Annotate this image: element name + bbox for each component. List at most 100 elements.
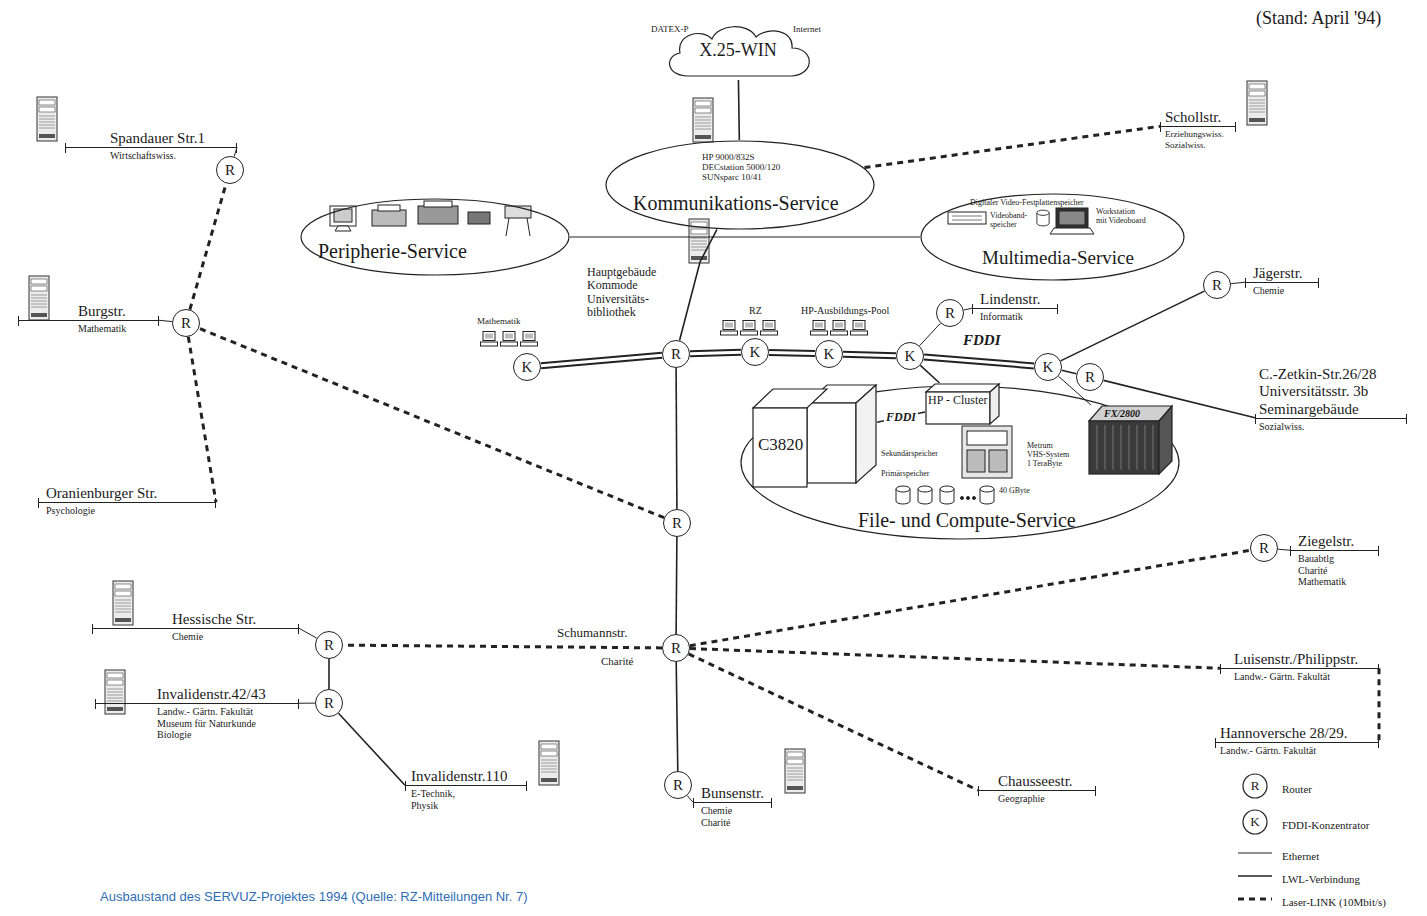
node-text: Workstation mit Videoboard xyxy=(1096,208,1146,226)
node-letter: K xyxy=(824,347,835,362)
link-stroke xyxy=(328,659,330,689)
label: FDDI xyxy=(962,332,1002,349)
node-letter: R xyxy=(672,516,682,531)
laser-link xyxy=(690,649,1220,669)
ethernet-segment xyxy=(1215,742,1379,743)
cluster-box: HP - Cluster xyxy=(925,383,1000,425)
legend-text: Laser-LINK (10Mbit/s) xyxy=(1282,896,1386,908)
department-group: BauabtlgCharitéMathematik xyxy=(1290,551,1379,588)
department-group: E-Technik,Physik xyxy=(405,786,527,811)
department-name: Geographie xyxy=(998,793,1096,805)
department-name: Sozialwiss. xyxy=(1259,421,1407,433)
site-name-group: Lindenstr. xyxy=(972,291,1058,308)
site-name: Schollstr. xyxy=(1165,109,1236,126)
site-name: Luisenstr./Philippstr. xyxy=(1234,651,1379,668)
site-name-group: Invalidenstr.110 xyxy=(405,768,527,785)
link-stroke xyxy=(690,649,1220,669)
fddi-link xyxy=(924,357,1034,366)
ethernet-segment xyxy=(1245,282,1319,283)
department-name: Museum für Naturkunde xyxy=(157,718,299,730)
node-letter: R xyxy=(671,347,681,362)
storage-devices xyxy=(896,426,1012,504)
link-stroke xyxy=(299,703,315,704)
department-name: Wirtschaftswiss. xyxy=(110,150,237,162)
eth-link xyxy=(159,320,172,321)
node-letter: K xyxy=(522,360,533,375)
laser-link xyxy=(188,337,216,502)
legend-samples xyxy=(1238,774,1272,899)
ethernet-segment xyxy=(65,147,237,148)
site-name: Spandauer Str.1 xyxy=(110,130,237,147)
node-text: Peripherie-Service xyxy=(318,240,467,262)
link-stroke xyxy=(769,352,815,353)
router: R xyxy=(1076,363,1104,391)
site-segment: Spandauer Str.1Wirtschaftswiss. xyxy=(65,130,243,162)
lwl-link xyxy=(676,537,678,634)
router: R xyxy=(1250,534,1278,562)
laser-link xyxy=(690,550,1250,645)
site-name-group: Jägerstr. xyxy=(1245,265,1319,282)
site-name: Oranienburger Str. xyxy=(46,485,216,502)
router: R xyxy=(1203,271,1231,299)
link-stroke xyxy=(864,126,1160,167)
label: RZ xyxy=(748,305,763,316)
concentrator: K xyxy=(741,338,769,366)
department-name: Psychologie xyxy=(46,505,216,517)
site-segment: Oranienburger Str. Psychologie xyxy=(38,485,222,517)
label: Primärspeicher xyxy=(880,470,930,479)
site-segment: Bunsenstr. ChemieCharité xyxy=(693,785,778,828)
site-segment: Luisenstr./Philippstr.Landw.- Gärtn. Fak… xyxy=(1220,651,1385,683)
link-stroke xyxy=(680,229,717,340)
node-letter: R xyxy=(673,778,683,793)
site-name-group: Schollstr. xyxy=(1160,109,1236,126)
link-stroke xyxy=(1231,282,1245,283)
site-name-group: Ziegelstr. xyxy=(1290,533,1379,550)
concentrator: K xyxy=(815,340,843,368)
department-group: Informatik xyxy=(972,309,1058,323)
link-stroke xyxy=(920,323,941,345)
legend-text: FDDI-Konzentrator xyxy=(1282,819,1369,831)
department-group: Sozialwiss. xyxy=(1255,419,1407,433)
laser-link xyxy=(199,328,664,517)
department-name: Biologie xyxy=(157,729,299,741)
department-name: Chemie xyxy=(172,631,299,643)
site-name-group: Bunsenstr. xyxy=(693,785,772,802)
site-name-group: Hannoversche 28/29. xyxy=(1215,725,1379,742)
department-name: Sozialwiss. xyxy=(1165,140,1236,150)
department-group: Landw.- Gärtn. FakultätMuseum für Naturk… xyxy=(95,704,299,741)
site-name: Lindenstr. xyxy=(980,291,1058,308)
department-group: Chemie xyxy=(1245,283,1319,297)
link-stroke xyxy=(541,355,662,366)
legend-text: Ethernet xyxy=(1282,850,1319,862)
link-stroke xyxy=(843,354,896,355)
site-segment: Lindenstr.Informatik xyxy=(972,291,1064,323)
eth-link xyxy=(920,323,941,345)
lwl-link xyxy=(676,368,678,509)
lwl-link xyxy=(676,662,678,771)
node-letter: R xyxy=(1085,370,1095,385)
label: DATEX-P xyxy=(650,24,690,34)
ethernet-segment xyxy=(1290,550,1379,551)
fddi-link xyxy=(690,352,741,353)
link-stroke xyxy=(843,354,896,355)
eth-link xyxy=(299,628,317,638)
router: R xyxy=(662,340,690,368)
link-stroke xyxy=(1062,370,1077,374)
link-stroke xyxy=(199,328,664,517)
link-stroke xyxy=(159,320,172,321)
laser-link xyxy=(1379,668,1380,742)
site-name: Hessische Str. xyxy=(172,611,299,628)
lwl-link xyxy=(920,365,939,383)
eth-link xyxy=(299,703,315,704)
department-name: Landw.- Gärtn. Fakultät xyxy=(1220,745,1379,757)
node-letter: K xyxy=(750,345,761,360)
department-name: Mathematik xyxy=(78,323,159,335)
router: R xyxy=(664,771,692,799)
link-stroke xyxy=(1378,668,1381,742)
link-stroke xyxy=(188,337,216,502)
eth-link xyxy=(1231,282,1245,283)
department-name: Chemie xyxy=(701,805,772,817)
label: Internet xyxy=(792,24,822,34)
department-name: Charité xyxy=(701,817,772,829)
